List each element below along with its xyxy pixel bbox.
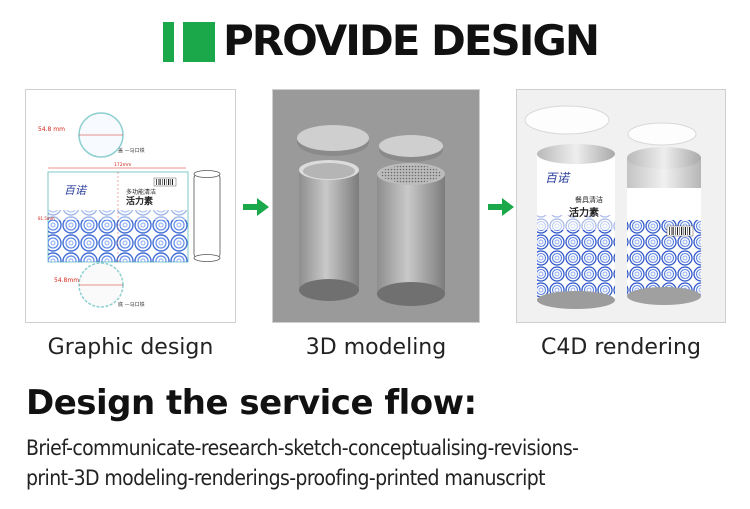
dieline-drawing: 54.8 mm 盖 —马口铁 172mm 百诺 多功能清洁 活力素 81.5mm… bbox=[38, 112, 221, 308]
page-title: PROVIDE DESIGN bbox=[223, 16, 600, 65]
caption-graphic-design: Graphic design bbox=[47, 335, 214, 360]
render-product-line1: 餐具清洁 bbox=[575, 195, 603, 204]
lid-right bbox=[379, 135, 443, 157]
clear-lid-left bbox=[524, 105, 610, 135]
3d-modeling-panel bbox=[272, 89, 480, 323]
can-left bbox=[299, 170, 359, 290]
section-subtitle: Design the service flow: bbox=[26, 383, 477, 423]
render-brand: 百诺 bbox=[545, 171, 571, 185]
accent-bar-small bbox=[163, 22, 174, 62]
arrow-right-icon bbox=[243, 198, 269, 216]
c4d-rendering-panel: 百诺 餐具清洁 活力素 bbox=[516, 89, 726, 323]
clear-lid-right bbox=[627, 122, 697, 146]
bottom-dimension: 54.8mm bbox=[54, 277, 79, 284]
arrow-right-icon bbox=[488, 198, 514, 216]
label-product-line2: 活力素 bbox=[126, 195, 153, 207]
graphic-design-panel: 54.8 mm 盖 —马口铁 172mm 百诺 多功能清洁 活力素 81.5mm… bbox=[25, 89, 236, 323]
lid-dimension: 54.8 mm bbox=[38, 126, 65, 133]
service-flow-line1: Brief-communicate-research-sketch-concep… bbox=[26, 436, 579, 460]
3d-model-render bbox=[297, 125, 445, 306]
can-right bbox=[377, 174, 445, 294]
accent-bar-large bbox=[183, 22, 215, 62]
lid-left bbox=[297, 125, 369, 151]
label-brand: 百诺 bbox=[64, 184, 88, 197]
caption-c4d-rendering: C4D rendering bbox=[541, 335, 701, 360]
width-dimension: 172mm bbox=[114, 162, 131, 168]
bottom-label: 底 —马口铁 bbox=[118, 301, 145, 308]
caption-3d-modeling: 3D modeling bbox=[305, 335, 447, 360]
label-product-line1: 多功能清洁 bbox=[126, 188, 156, 196]
c4d-render: 百诺 餐具清洁 活力素 bbox=[524, 105, 701, 309]
header: PROVIDE DESIGN bbox=[0, 14, 750, 65]
service-flow-line2: print-3D modeling-renderings-proofing-pr… bbox=[26, 466, 546, 490]
render-product-line2: 活力素 bbox=[569, 206, 599, 219]
side-cylinder bbox=[193, 173, 221, 259]
height-dimension: 81.5mm bbox=[38, 216, 55, 221]
lid-label: 盖 —马口铁 bbox=[118, 147, 145, 154]
